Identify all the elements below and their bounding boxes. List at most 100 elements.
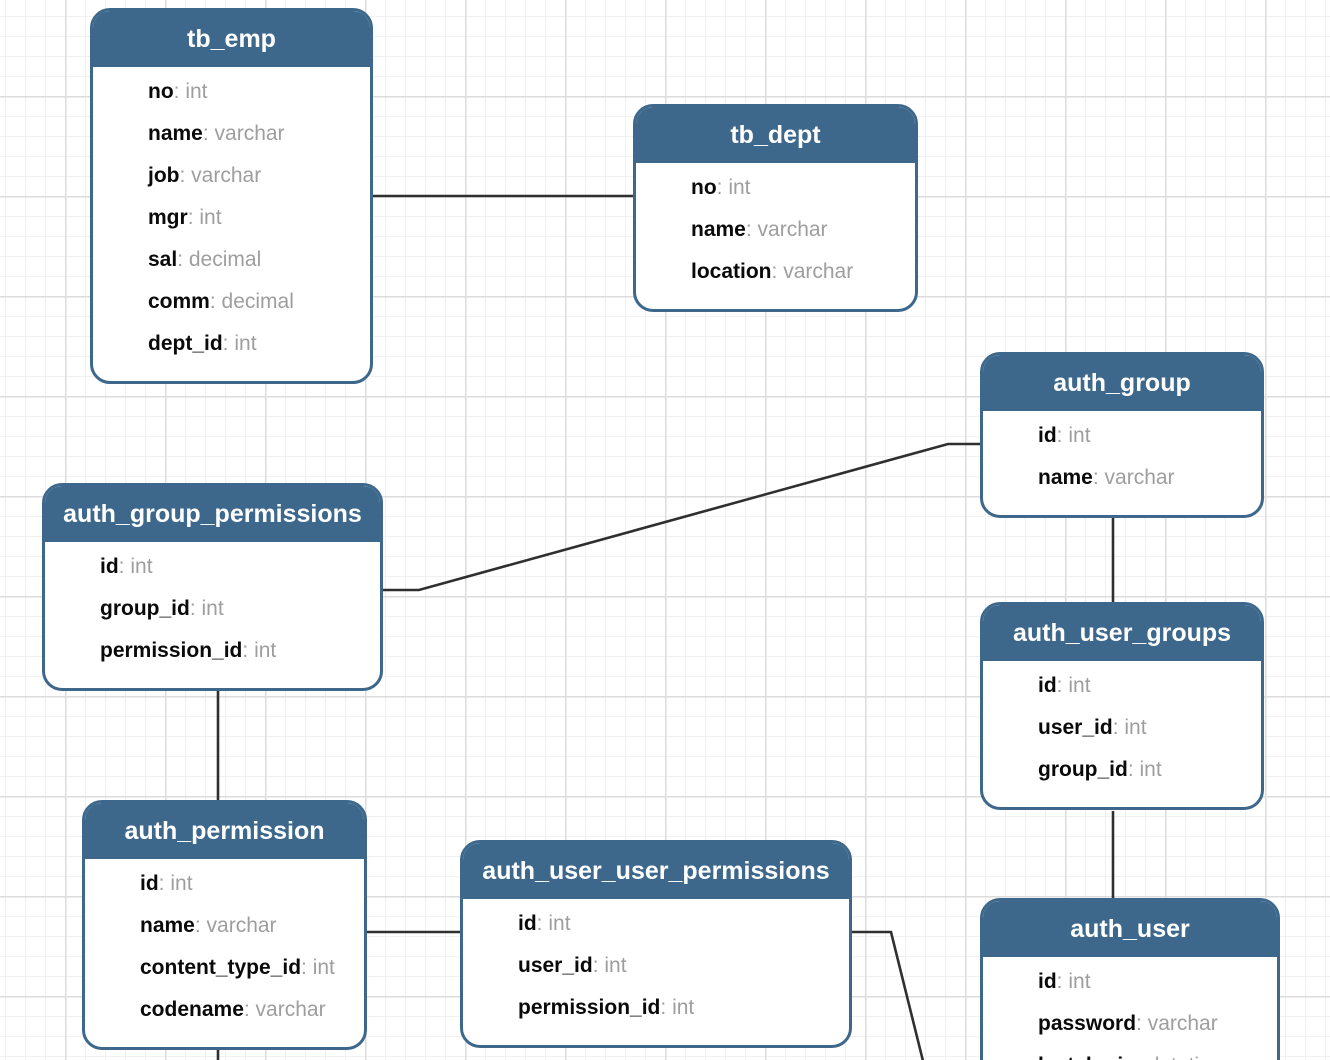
entity-table-auth_user_groups[interactable]: auth_user_groups idint user_idint group_…: [980, 602, 1264, 810]
table-row: dept_idint: [148, 323, 360, 365]
table-row: saldecimal: [148, 239, 360, 281]
table-title: auth_permission: [85, 803, 364, 859]
table-row: idint: [1038, 415, 1251, 457]
table-row: idint: [100, 546, 370, 588]
field-type: int: [1057, 674, 1091, 697]
field-type: varchar: [746, 218, 828, 241]
field-name: permission_id: [100, 639, 243, 662]
table-fields: idint group_idint permission_idint: [45, 542, 380, 688]
table-row: jobvarchar: [148, 155, 360, 197]
table-title: auth_user: [983, 901, 1277, 957]
table-fields: idint user_idint permission_idint: [463, 899, 849, 1045]
field-name: password: [1038, 1012, 1137, 1035]
field-type: varchar: [195, 914, 277, 937]
table-row: passwordvarchar: [1038, 1003, 1267, 1045]
field-name: location: [691, 260, 772, 283]
entity-table-auth_group[interactable]: auth_group idint namevarchar: [980, 352, 1264, 518]
field-type: int: [593, 954, 627, 977]
table-row: locationvarchar: [691, 251, 905, 293]
table-row: mgrint: [148, 197, 360, 239]
table-row: user_idint: [1038, 707, 1251, 749]
table-row: permission_idint: [100, 630, 370, 672]
field-name: codename: [140, 998, 244, 1021]
table-row: noint: [148, 71, 360, 113]
field-name: id: [140, 872, 159, 895]
field-type: int: [190, 597, 224, 620]
field-type: int: [537, 912, 571, 935]
field-type: int: [301, 956, 335, 979]
table-row: idint: [1038, 961, 1267, 1003]
table-fields: idint namevarchar: [983, 411, 1261, 515]
field-type: int: [1057, 424, 1091, 447]
field-type: int: [119, 555, 153, 578]
table-title: tb_emp: [93, 11, 370, 67]
field-name: id: [1038, 970, 1057, 993]
entity-table-auth_group_permissions[interactable]: auth_group_permissions idint group_idint…: [42, 483, 383, 691]
entity-table-auth_user_user_permissions[interactable]: auth_user_user_permissions idint user_id…: [460, 840, 852, 1048]
field-name: no: [691, 176, 717, 199]
table-row: commdecimal: [148, 281, 360, 323]
field-name: name: [1038, 466, 1093, 489]
field-name: name: [691, 218, 746, 241]
field-name: content_type_id: [140, 956, 302, 979]
field-name: comm: [148, 290, 210, 313]
table-fields: noint namevarchar locationvarchar: [636, 163, 915, 309]
table-title: auth_user_groups: [983, 605, 1261, 661]
field-name: sal: [148, 248, 178, 271]
entity-table-auth_user[interactable]: auth_user idint passwordvarchar last_log…: [980, 898, 1280, 1060]
field-type: decimal: [177, 248, 261, 271]
table-fields: idint user_idint group_idint: [983, 661, 1261, 807]
table-row: group_idint: [100, 588, 370, 630]
field-name: id: [1038, 424, 1057, 447]
table-row: codenamevarchar: [140, 989, 354, 1031]
field-name: dept_id: [148, 332, 223, 355]
table-fields: idint namevarchar content_type_idint cod…: [85, 859, 364, 1047]
field-type: int: [159, 872, 193, 895]
field-name: group_id: [100, 597, 190, 620]
field-name: id: [100, 555, 119, 578]
field-name: last_login: [1038, 1054, 1136, 1060]
field-name: id: [1038, 674, 1057, 697]
field-name: mgr: [148, 206, 188, 229]
table-row: user_idint: [518, 945, 839, 987]
table-row: idint: [518, 903, 839, 945]
entity-table-tb_dept[interactable]: tb_dept noint namevarchar locationvarcha…: [633, 104, 918, 312]
entity-table-tb_emp[interactable]: tb_emp noint namevarchar jobvarchar mgri…: [90, 8, 373, 384]
field-type: int: [223, 332, 257, 355]
field-type: int: [717, 176, 751, 199]
field-type: datetime: [1136, 1054, 1228, 1060]
table-title: tb_dept: [636, 107, 915, 163]
field-type: varchar: [244, 998, 326, 1021]
field-name: permission_id: [518, 996, 661, 1019]
table-row: group_idint: [1038, 749, 1251, 791]
table-title: auth_user_user_permissions: [463, 843, 849, 899]
table-row: namevarchar: [691, 209, 905, 251]
field-name: user_id: [1038, 716, 1113, 739]
entity-table-auth_permission[interactable]: auth_permission idint namevarchar conten…: [82, 800, 367, 1050]
field-name: no: [148, 80, 174, 103]
field-type: int: [188, 206, 222, 229]
table-row: content_type_idint: [140, 947, 354, 989]
field-type: int: [174, 80, 208, 103]
connection-auth_user_user_permissions-auth_user[interactable]: [850, 930, 925, 1060]
field-type: int: [660, 996, 694, 1019]
field-type: varchar: [203, 122, 285, 145]
table-fields: idint passwordvarchar last_logindatetime: [983, 957, 1277, 1060]
table-row: namevarchar: [148, 113, 360, 155]
field-type: varchar: [180, 164, 262, 187]
table-row: last_logindatetime: [1038, 1045, 1267, 1060]
field-name: id: [518, 912, 537, 935]
table-fields: noint namevarchar jobvarchar mgrint sald…: [93, 67, 370, 381]
table-row: namevarchar: [140, 905, 354, 947]
connection-auth_group_permissions-auth_group[interactable]: [381, 442, 982, 592]
table-row: idint: [1038, 665, 1251, 707]
table-row: namevarchar: [1038, 457, 1251, 499]
field-type: int: [242, 639, 276, 662]
field-name: user_id: [518, 954, 593, 977]
table-title: auth_group: [983, 355, 1261, 411]
field-type: decimal: [210, 290, 294, 313]
field-type: varchar: [772, 260, 854, 283]
field-type: varchar: [1136, 1012, 1218, 1035]
